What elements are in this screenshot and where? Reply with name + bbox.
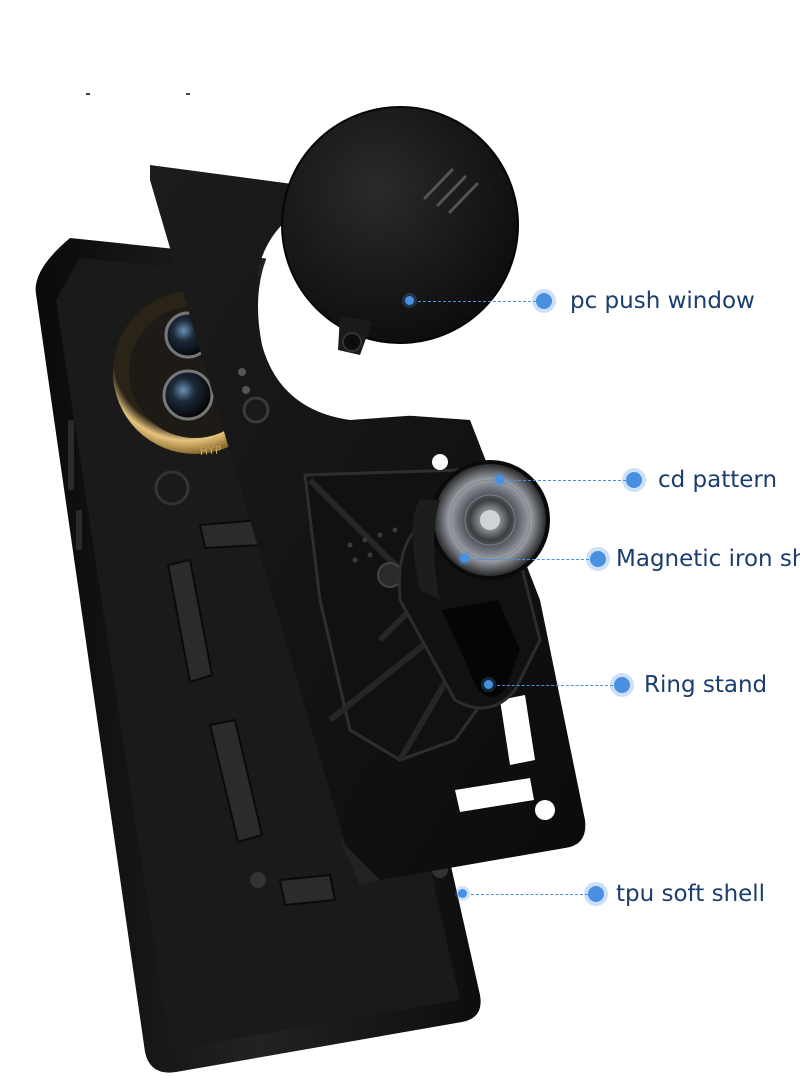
leader-line <box>471 894 588 895</box>
marker-dot <box>614 677 630 693</box>
grip-pad-icon <box>166 518 337 907</box>
callout-label: pc push window <box>570 288 755 314</box>
leader-line <box>497 685 613 686</box>
speck-marks <box>86 93 190 95</box>
callout-label: Ring stand <box>644 672 768 698</box>
marker-dot <box>536 293 552 309</box>
marker-dot <box>405 296 414 305</box>
marker-dot <box>588 886 604 902</box>
marker-dot <box>458 889 467 898</box>
camera-lens-icon <box>162 369 214 421</box>
leader-line <box>418 301 536 302</box>
pc-push-window-cover <box>281 106 519 355</box>
callout-label: tpu soft shell <box>616 881 766 907</box>
leader-line <box>508 480 626 481</box>
marker-dot <box>626 472 642 488</box>
callout-label: cd pattern <box>658 467 778 493</box>
leader-line <box>473 559 589 560</box>
ring-stand <box>397 460 550 710</box>
marker-dot <box>460 554 469 563</box>
marker-dot <box>484 680 493 689</box>
marker-dot <box>590 551 606 567</box>
marker-dot <box>495 475 504 484</box>
callout-label: Magnetic iron sh <box>616 546 800 572</box>
camera-brand-text: HYP <box>199 443 222 458</box>
